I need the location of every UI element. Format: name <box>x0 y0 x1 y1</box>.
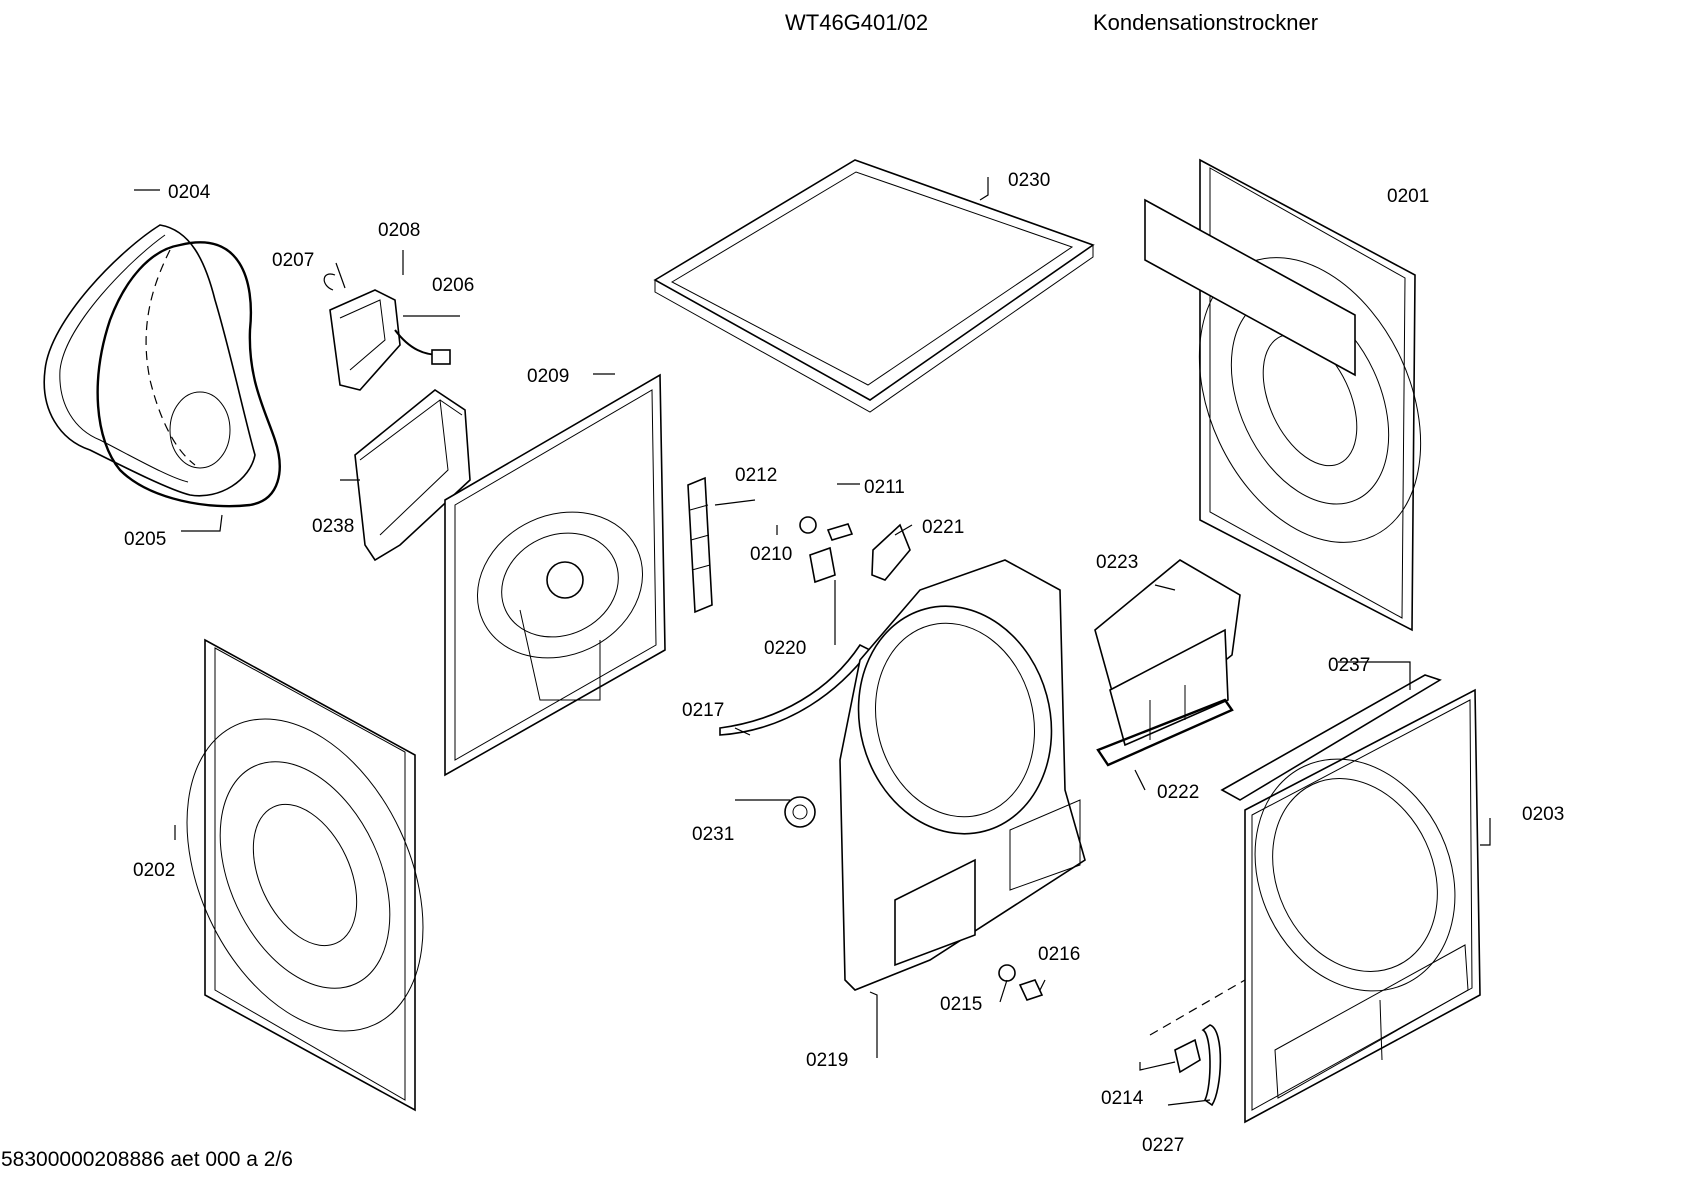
label-0237: 0237 <box>1328 655 1370 676</box>
part-labels: 0204 0205 0207 0208 0206 0209 0238 0212 … <box>124 170 1564 1156</box>
label-0208: 0208 <box>378 220 420 241</box>
sensor-module <box>323 273 451 391</box>
label-0221: 0221 <box>922 517 964 538</box>
label-0219: 0219 <box>806 1050 848 1071</box>
front-bearing-shield <box>839 559 1086 991</box>
label-0217: 0217 <box>682 700 724 721</box>
label-0206: 0206 <box>432 275 474 296</box>
label-0231: 0231 <box>692 824 734 845</box>
label-0212: 0212 <box>735 465 777 486</box>
door-hinge-cover <box>1201 1024 1222 1107</box>
label-0209: 0209 <box>527 366 569 387</box>
front-bearing-strip <box>719 643 872 736</box>
label-0216: 0216 <box>1038 944 1080 965</box>
label-0205: 0205 <box>124 529 166 550</box>
label-0211: 0211 <box>864 477 905 498</box>
label-0227: 0227 <box>1142 1135 1184 1156</box>
door-gasket <box>96 241 281 508</box>
drum-roller <box>784 796 816 828</box>
rear-bearing-shield <box>43 224 256 497</box>
top-cover <box>653 159 1095 413</box>
door-lock <box>1174 1038 1201 1074</box>
assembly-guide-line <box>1149 979 1246 1036</box>
label-0220: 0220 <box>764 638 806 659</box>
label-0210: 0210 <box>750 544 792 565</box>
label-0238: 0238 <box>312 516 354 537</box>
ribbed-strip <box>687 476 713 614</box>
rear-wall-panel <box>444 373 666 777</box>
right-side-panel <box>1144 158 1422 632</box>
leader-lines <box>134 177 1491 1106</box>
left-side-panel <box>186 638 424 1112</box>
label-0222: 0222 <box>1157 782 1199 803</box>
label-0203: 0203 <box>1522 804 1564 825</box>
process-air-duct <box>354 389 471 562</box>
label-0201: 0201 <box>1387 186 1429 207</box>
front-panel <box>1244 688 1481 1124</box>
label-0214: 0214 <box>1101 1088 1144 1109</box>
document-id: 58300000208886 aet 000 a 2/6 <box>1 1148 293 1171</box>
filter-seal <box>1096 698 1234 767</box>
small-fittings <box>799 516 911 584</box>
label-0204: 0204 <box>168 182 211 203</box>
label-0223: 0223 <box>1096 552 1138 573</box>
model-number: WT46G401/02 <box>785 10 929 35</box>
door-sensor-parts <box>998 964 1044 1001</box>
label-0207: 0207 <box>272 250 314 271</box>
front-cover-strip <box>1220 674 1442 801</box>
label-0215: 0215 <box>940 994 982 1015</box>
label-0202: 0202 <box>133 860 175 881</box>
appliance-description: Kondensationstrockner <box>1093 10 1319 35</box>
label-0230: 0230 <box>1008 170 1050 191</box>
fluff-filter <box>1094 559 1241 747</box>
